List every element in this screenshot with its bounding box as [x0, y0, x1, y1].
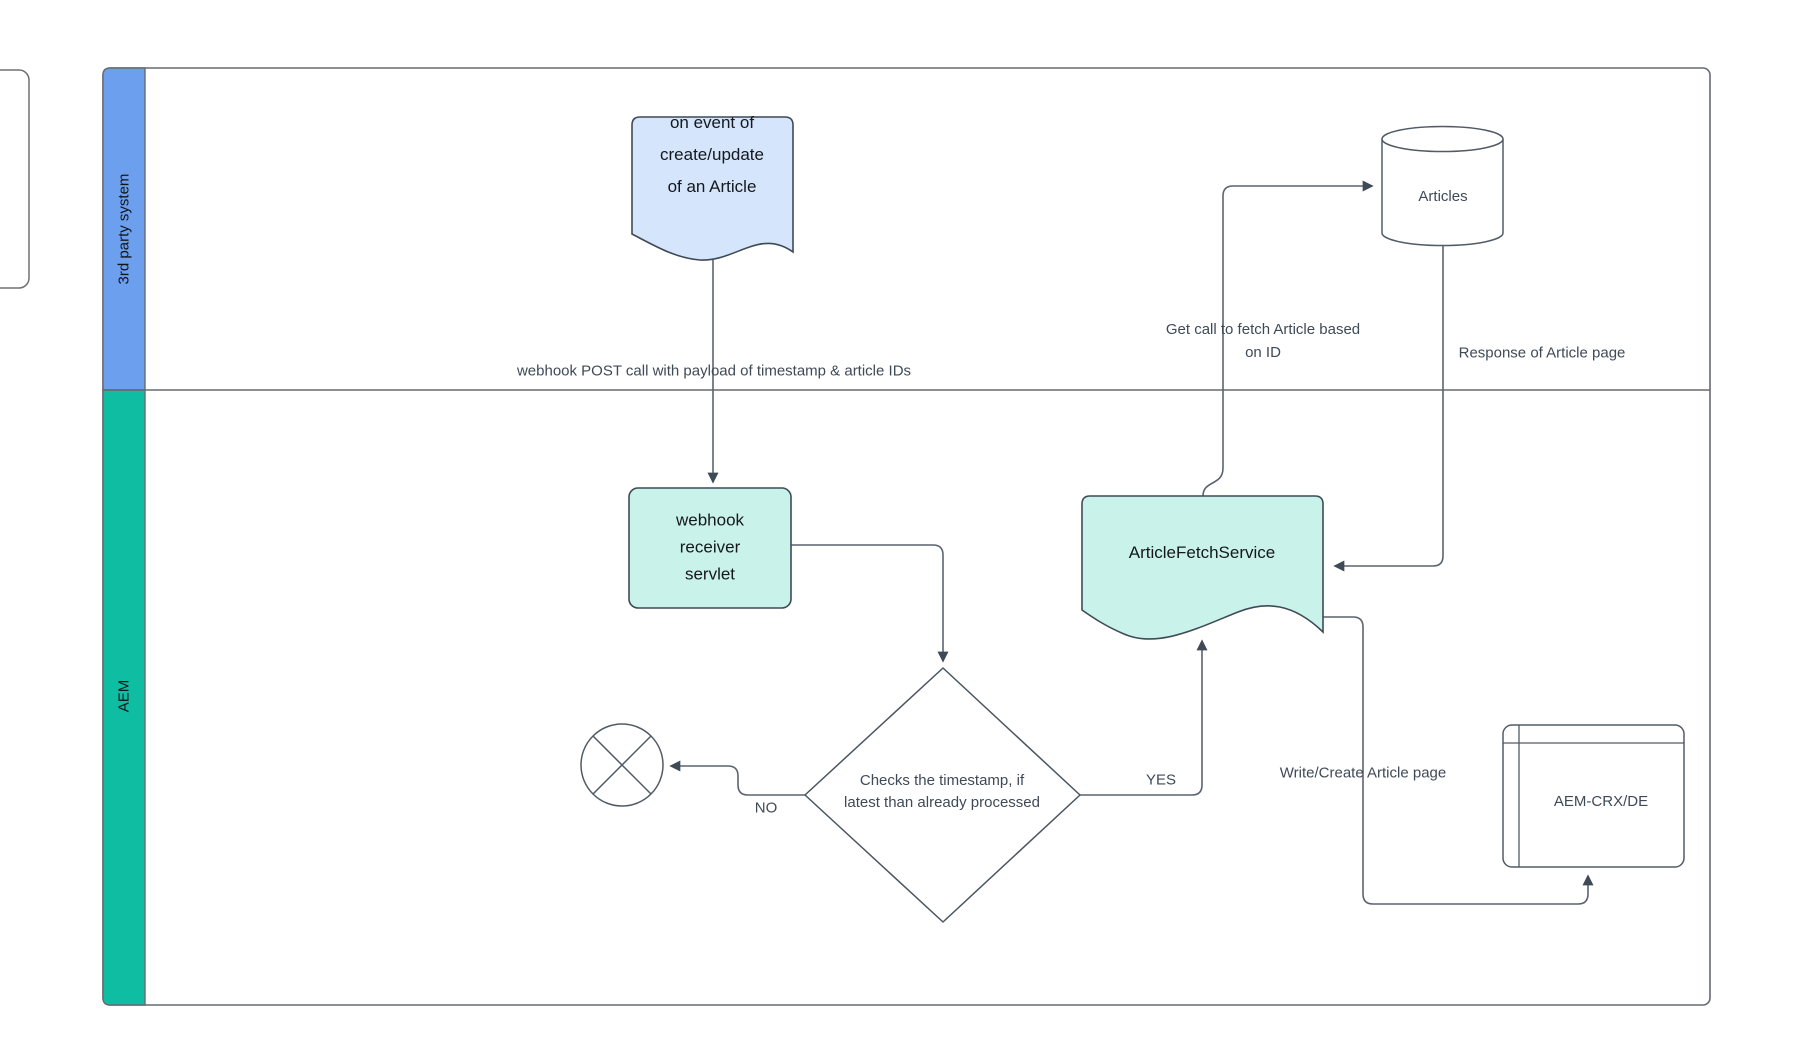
lane-bar-aem: [102, 389, 146, 1006]
or-junction-cross-icon: [592, 735, 652, 795]
edge-response: [1333, 246, 1444, 572]
edge-no: [669, 760, 805, 796]
edge-get-call: [1202, 180, 1374, 497]
edge-to-decision: [791, 544, 949, 663]
edge-write-create: [1323, 616, 1594, 905]
webhook-servlet-shape: [628, 487, 792, 609]
article-fetch-service-shape: [1081, 495, 1324, 640]
articles-database-shape: [1381, 139, 1504, 247]
articles-database-top-icon: [1381, 125, 1504, 153]
aem-crx-shape: [1502, 724, 1685, 868]
edge-yes: [1080, 639, 1208, 796]
offscreen-clipped-shape: [0, 69, 30, 289]
event-document-shape: [631, 116, 794, 261]
decision-diamond-shape: [804, 667, 1081, 923]
lane-bar-3rd-party: [102, 67, 146, 391]
